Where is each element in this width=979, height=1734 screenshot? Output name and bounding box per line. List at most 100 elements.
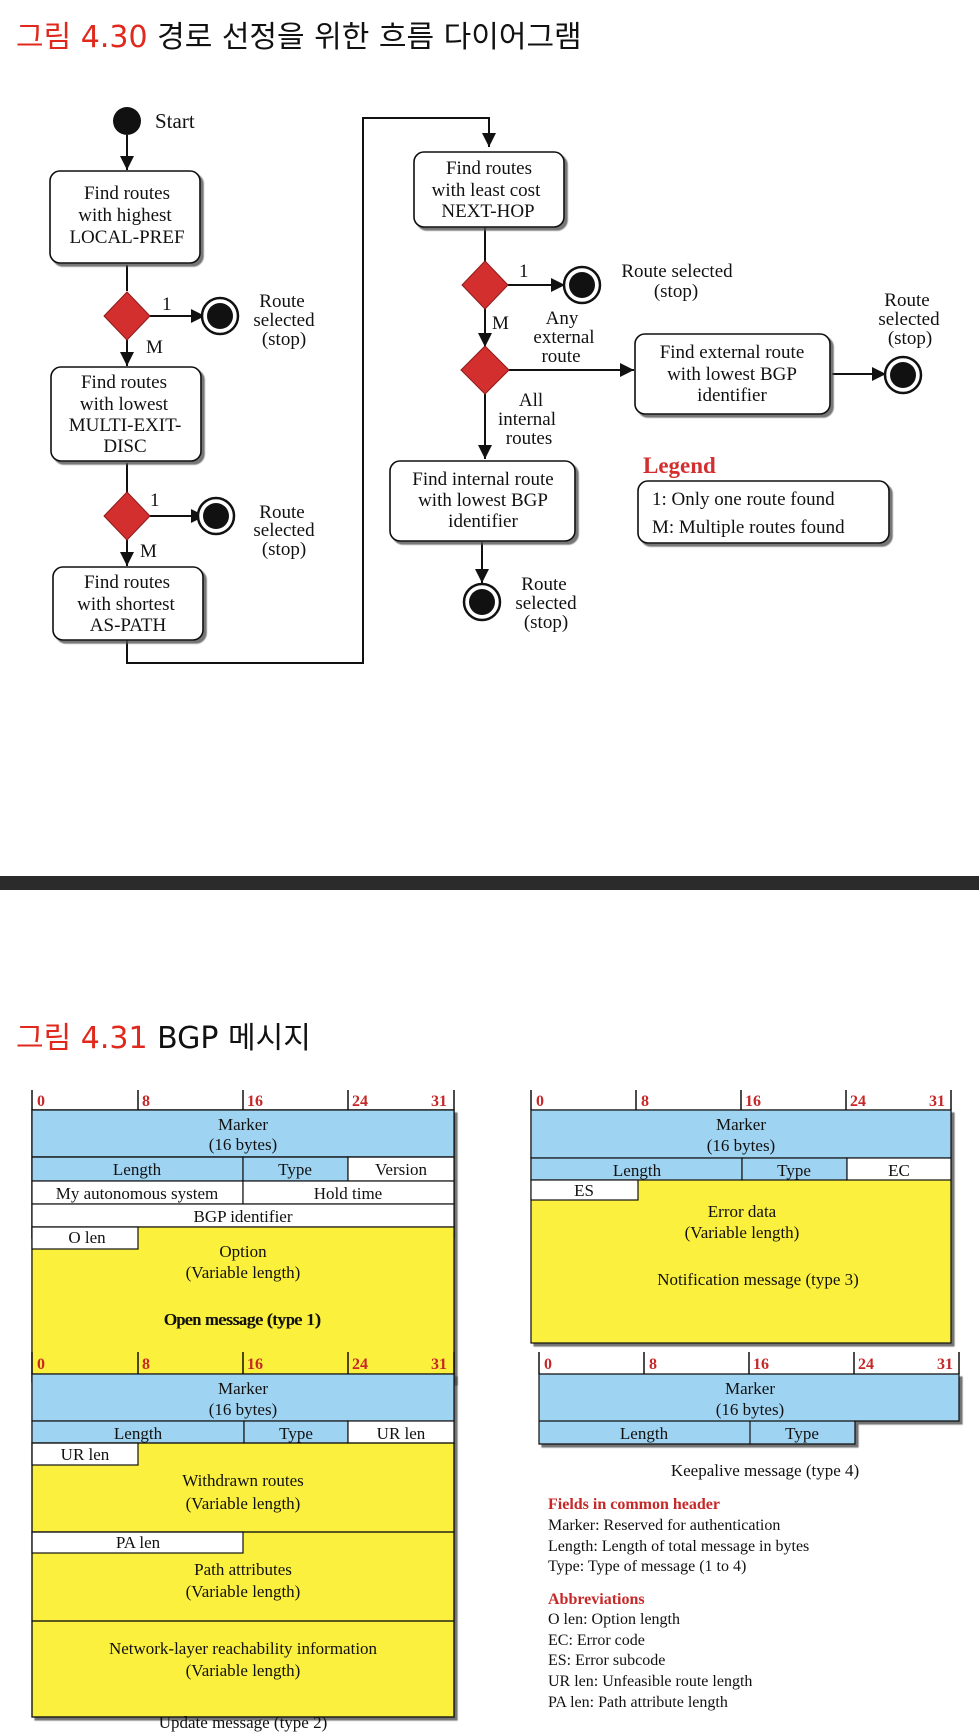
field-text: Withdrawn routes	[182, 1471, 304, 1490]
field-text: UR len	[61, 1445, 110, 1464]
route-selected-label: selected	[515, 593, 577, 614]
type-field	[242, 1156, 349, 1182]
field-text: Type	[279, 1424, 313, 1443]
bit-label: 8	[649, 1356, 657, 1373]
ec-field	[846, 1157, 952, 1181]
end-node	[462, 582, 502, 622]
route-selected-label: (stop)	[262, 329, 306, 350]
branch-label-multi: M	[140, 541, 157, 562]
bit-label: 31	[937, 1356, 953, 1373]
box-text: Find routes	[446, 158, 532, 179]
route-selected-label: (stop)	[654, 281, 698, 302]
notification-message: 0 8 16 24 31 Marker (16 bytes) Length Ty…	[530, 1090, 952, 1344]
route-selected-label: Route	[884, 290, 929, 311]
bit-label: 0	[536, 1093, 544, 1110]
field-text: (16 bytes)	[707, 1136, 775, 1155]
box-text: Find routes	[84, 572, 170, 593]
bit-label: 0	[544, 1356, 552, 1373]
legend-item: 1: Only one route found	[652, 489, 835, 510]
field-text: ES	[574, 1181, 594, 1200]
any-external-label: Any	[546, 308, 579, 329]
figure-4-31-title: 그림 4.31 BGP 메시지	[16, 1013, 311, 1057]
bit-label: 16	[247, 1356, 263, 1373]
field-text: (Variable length)	[186, 1263, 301, 1282]
field-text: Length	[113, 1160, 162, 1179]
open-caption: Open message (type 1)	[165, 1310, 321, 1329]
decision-diamond	[103, 491, 151, 541]
box-text: Find routes	[81, 372, 167, 393]
bit-label: 16	[753, 1356, 769, 1373]
field-text: Type	[785, 1424, 819, 1443]
branch-label-one: 1	[150, 490, 160, 511]
box-local-pref	[49, 170, 201, 264]
abbreviation-item: O len: Option length	[548, 1611, 680, 1628]
bit-label: 24	[352, 1356, 368, 1373]
any-external-label: route	[541, 346, 580, 367]
box-as-path	[52, 566, 204, 641]
start-label: Start	[155, 109, 195, 133]
nlri-field	[31, 1620, 455, 1718]
field-text: (Variable length)	[685, 1223, 800, 1242]
route-selected-label: Route selected	[621, 261, 733, 282]
abbreviation-item: EC: Error code	[548, 1632, 645, 1649]
bit-label: 8	[641, 1093, 649, 1110]
all-internal-label: internal	[498, 409, 556, 430]
field-text: (Variable length)	[186, 1661, 301, 1680]
decision-diamond	[461, 260, 509, 310]
end-node	[883, 355, 923, 395]
bit-label: 16	[745, 1093, 761, 1110]
start-node	[113, 107, 141, 135]
decision-diamond	[460, 345, 510, 395]
route-selected-label: (stop)	[524, 612, 568, 633]
box-text: Find external route	[660, 342, 805, 363]
bit-label: 24	[850, 1093, 866, 1110]
field-text: (Variable length)	[186, 1582, 301, 1601]
marker-field	[31, 1373, 455, 1422]
update-message: 0 8 16 24 31 Marker (16 bytes) Length Ty…	[31, 1352, 455, 1718]
field-text: Marker	[218, 1115, 268, 1134]
box-text: Find routes	[84, 183, 170, 204]
o-len-field	[31, 1226, 139, 1250]
figure-number: 그림 4.30	[16, 20, 148, 55]
field-text: EC	[888, 1161, 910, 1180]
keepalive-caption: Keepalive message (type 4)	[671, 1461, 859, 1480]
branch-label-one: 1	[519, 261, 529, 282]
route-selected-label: selected	[253, 520, 315, 541]
route-selected-label: Route	[259, 502, 304, 523]
es-field	[530, 1179, 639, 1201]
box-text: Find internal route	[412, 469, 553, 490]
abbreviations-title: Abbreviations	[548, 1591, 645, 1608]
fields-title: Fields in common header	[548, 1496, 720, 1513]
fields-item: Length: Length of total message in bytes	[548, 1538, 809, 1555]
field-text: Option	[219, 1242, 267, 1261]
all-internal-label: routes	[506, 428, 552, 449]
length-field	[31, 1156, 244, 1182]
abbreviation-item: PA len: Path attribute length	[548, 1694, 728, 1711]
update-caption: Update message (type 2)	[159, 1713, 328, 1732]
bit-label: 31	[431, 1356, 447, 1373]
abbreviation-item: UR len: Unfeasible route length	[548, 1673, 752, 1690]
bit-label: 31	[929, 1093, 945, 1110]
field-text: Marker	[716, 1115, 766, 1134]
keepalive-message: 0 8 16 24 31 Marker (16 bytes) Length Ty…	[538, 1352, 960, 1445]
section-divider	[0, 876, 979, 890]
box-text: DISC	[103, 436, 146, 457]
version-field	[347, 1156, 455, 1182]
end-node	[196, 496, 236, 536]
field-text: Length	[114, 1424, 163, 1443]
box-text: identifier	[448, 511, 518, 532]
decision-diamond	[103, 291, 151, 341]
figure-caption: BGP 메시지	[157, 1021, 311, 1056]
bit-label: 16	[247, 1093, 263, 1110]
box-text: MULTI-EXIT-	[69, 415, 182, 436]
open-message: 0 8 16 24 31 Marker (16 bytes) Le	[31, 1090, 455, 1383]
box-text: LOCAL-PREF	[69, 227, 184, 248]
fields-item: Marker: Reserved for authentication	[548, 1517, 780, 1534]
bit-label: 0	[37, 1093, 45, 1110]
legend-item: M: Multiple routes found	[652, 517, 845, 538]
abbreviation-item: ES: Error subcode	[548, 1652, 665, 1669]
field-text: Length	[620, 1424, 669, 1443]
field-text: My autonomous system	[56, 1184, 218, 1203]
field-text: Type	[278, 1160, 312, 1179]
box-text: with lowest	[80, 394, 169, 415]
